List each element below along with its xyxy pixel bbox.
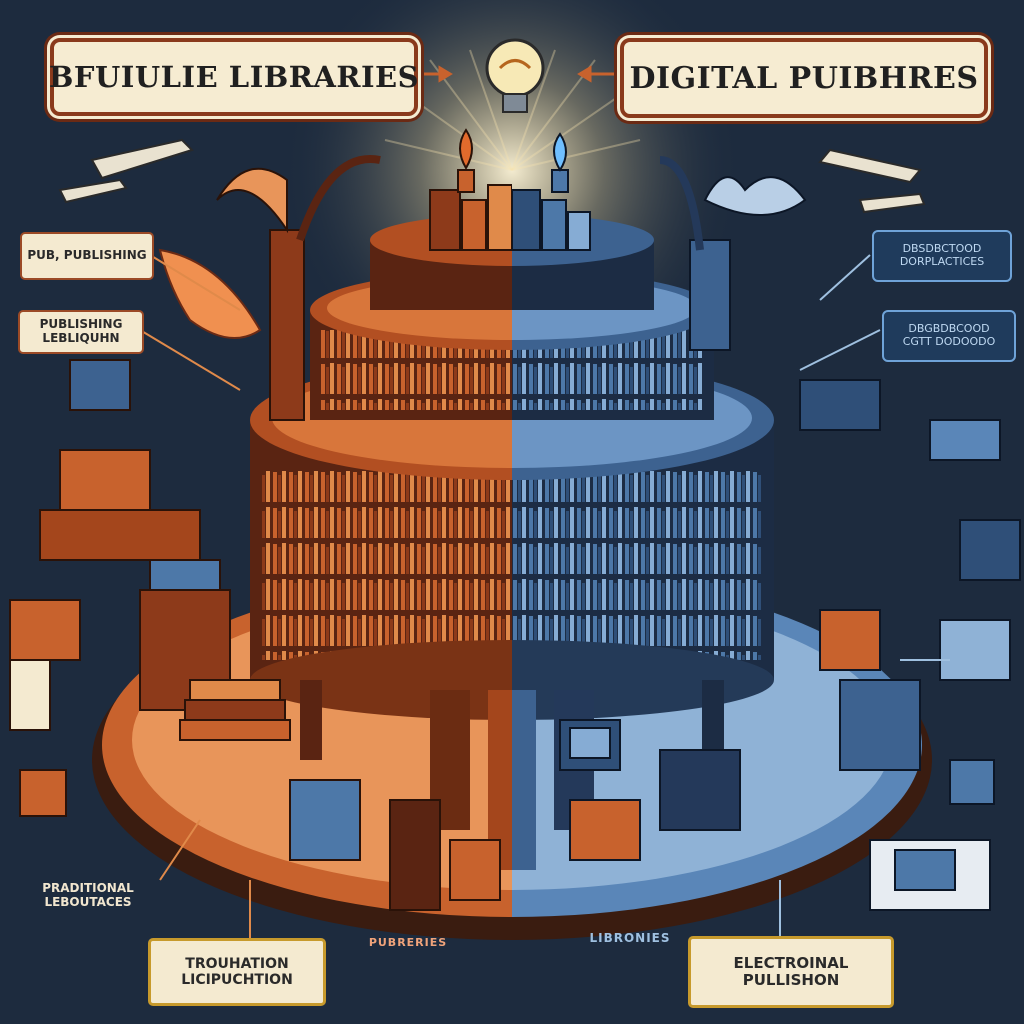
label-line: PULLISHON	[742, 971, 840, 989]
banner-traditional-libraries: BFUIULIE LIBRARIES	[49, 38, 419, 116]
label-digital-content: DBGBDBCOOD CGTT DODOODO	[882, 310, 1016, 362]
book-stack-icon	[179, 679, 501, 911]
label-line: LEBLIQUHN	[42, 331, 120, 345]
label-line: PRADITIONAL	[42, 881, 134, 896]
label-line: LICIPUCHTION	[181, 972, 293, 988]
label-base-right: LIBRONIES	[589, 931, 671, 946]
smokestack-icon	[216, 155, 381, 421]
label-line: LEBOUTACES	[44, 895, 132, 909]
right-smokestack-icon	[659, 156, 807, 351]
fireball-icon	[158, 248, 262, 339]
airship-icon	[58, 138, 926, 214]
label-digital-practices: DBSDBCTOOD DORPLACTICES	[872, 230, 1012, 282]
label-line: ELECTROINAL	[733, 953, 849, 972]
label-pub-publishing: PUB, PUBLISHING	[20, 232, 154, 280]
label-traditional-resources: PRADITIONAL LEBOUTACES	[18, 868, 158, 924]
label-traditional-publication: TROUHATION LICIPUCHTION	[148, 938, 326, 1006]
tower-traditional-half	[250, 184, 512, 870]
label-line: PUBLISHING	[39, 317, 123, 332]
label-base-left: PUBRERIES	[368, 935, 448, 949]
label-publishing-library: PUBLISHING LEBLIQUHN	[18, 310, 144, 354]
banner-digital-publishers: DIGITAL PUIBHRES	[620, 38, 988, 118]
label-line: TROUHATION	[185, 955, 289, 972]
computer-terminal-icon	[559, 379, 1001, 911]
light-rays	[384, 49, 641, 171]
label-line: CGTT DODOODO	[902, 335, 996, 348]
desk-icon	[939, 519, 1021, 681]
right-candle-icon	[551, 132, 569, 193]
label-line: DBSDBCTOOD	[902, 242, 982, 256]
label-line: DORPLACTICES	[899, 255, 985, 268]
lightbulb-icon	[485, 38, 545, 113]
label-pub-publishing-text: PUB, PUBLISHING	[27, 248, 147, 263]
label-electronic-publishing: ELECTROINAL PULLISHON	[688, 936, 894, 1008]
left-candle-icon	[457, 128, 475, 193]
traditional-equipment	[9, 359, 231, 817]
label-line: DBGBDBCOOD	[908, 322, 990, 336]
